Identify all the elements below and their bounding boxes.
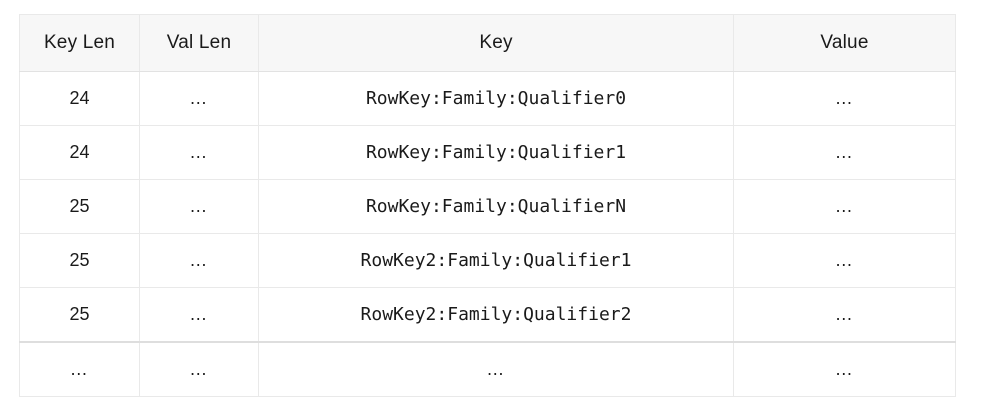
cell-key-len: 25 xyxy=(19,233,140,288)
column-header-value: Value xyxy=(733,14,956,72)
cell-value: … xyxy=(733,179,956,234)
column-header-key: Key xyxy=(258,14,734,72)
cell-value: … xyxy=(733,125,956,180)
table-row: 24 … RowKey:Family:Qualifier1 … xyxy=(19,125,956,180)
cell-key: RowKey:Family:QualifierN xyxy=(258,179,734,234)
cell-key-len: … xyxy=(19,341,140,397)
table-row: … … … … xyxy=(19,341,956,397)
cell-key: RowKey:Family:Qualifier0 xyxy=(258,71,734,126)
table-row: 25 … RowKey:Family:QualifierN … xyxy=(19,179,956,234)
column-header-val-len: Val Len xyxy=(139,14,259,72)
table-row: 25 … RowKey2:Family:Qualifier2 … xyxy=(19,287,956,343)
cell-key: … xyxy=(258,341,734,397)
table-header: Key Len Val Len Key Value xyxy=(19,14,956,72)
table-header-row: Key Len Val Len Key Value xyxy=(19,14,956,72)
cell-val-len: … xyxy=(139,71,259,126)
table-row: 24 … RowKey:Family:Qualifier0 … xyxy=(19,71,956,126)
table-row: 25 … RowKey2:Family:Qualifier1 … xyxy=(19,233,956,288)
cell-value: … xyxy=(733,287,956,343)
cell-val-len: … xyxy=(139,179,259,234)
cell-key-len: 24 xyxy=(19,71,140,126)
cell-key: RowKey2:Family:Qualifier2 xyxy=(258,287,734,343)
table-body: 24 … RowKey:Family:Qualifier0 … 24 … Row… xyxy=(19,71,956,397)
cell-value: … xyxy=(733,341,956,397)
cell-key: RowKey2:Family:Qualifier1 xyxy=(258,233,734,288)
cell-key: RowKey:Family:Qualifier1 xyxy=(258,125,734,180)
cell-key-len: 25 xyxy=(19,179,140,234)
cell-val-len: … xyxy=(139,233,259,288)
cell-val-len: … xyxy=(139,287,259,343)
cell-key-len: 25 xyxy=(19,287,140,343)
column-header-key-len: Key Len xyxy=(19,14,140,72)
cell-val-len: … xyxy=(139,125,259,180)
table-container: Key Len Val Len Key Value 24 … RowKey:Fa… xyxy=(19,14,956,397)
keyvalue-table: Key Len Val Len Key Value 24 … RowKey:Fa… xyxy=(19,14,956,397)
cell-key-len: 24 xyxy=(19,125,140,180)
cell-val-len: … xyxy=(139,341,259,397)
cell-value: … xyxy=(733,71,956,126)
cell-value: … xyxy=(733,233,956,288)
